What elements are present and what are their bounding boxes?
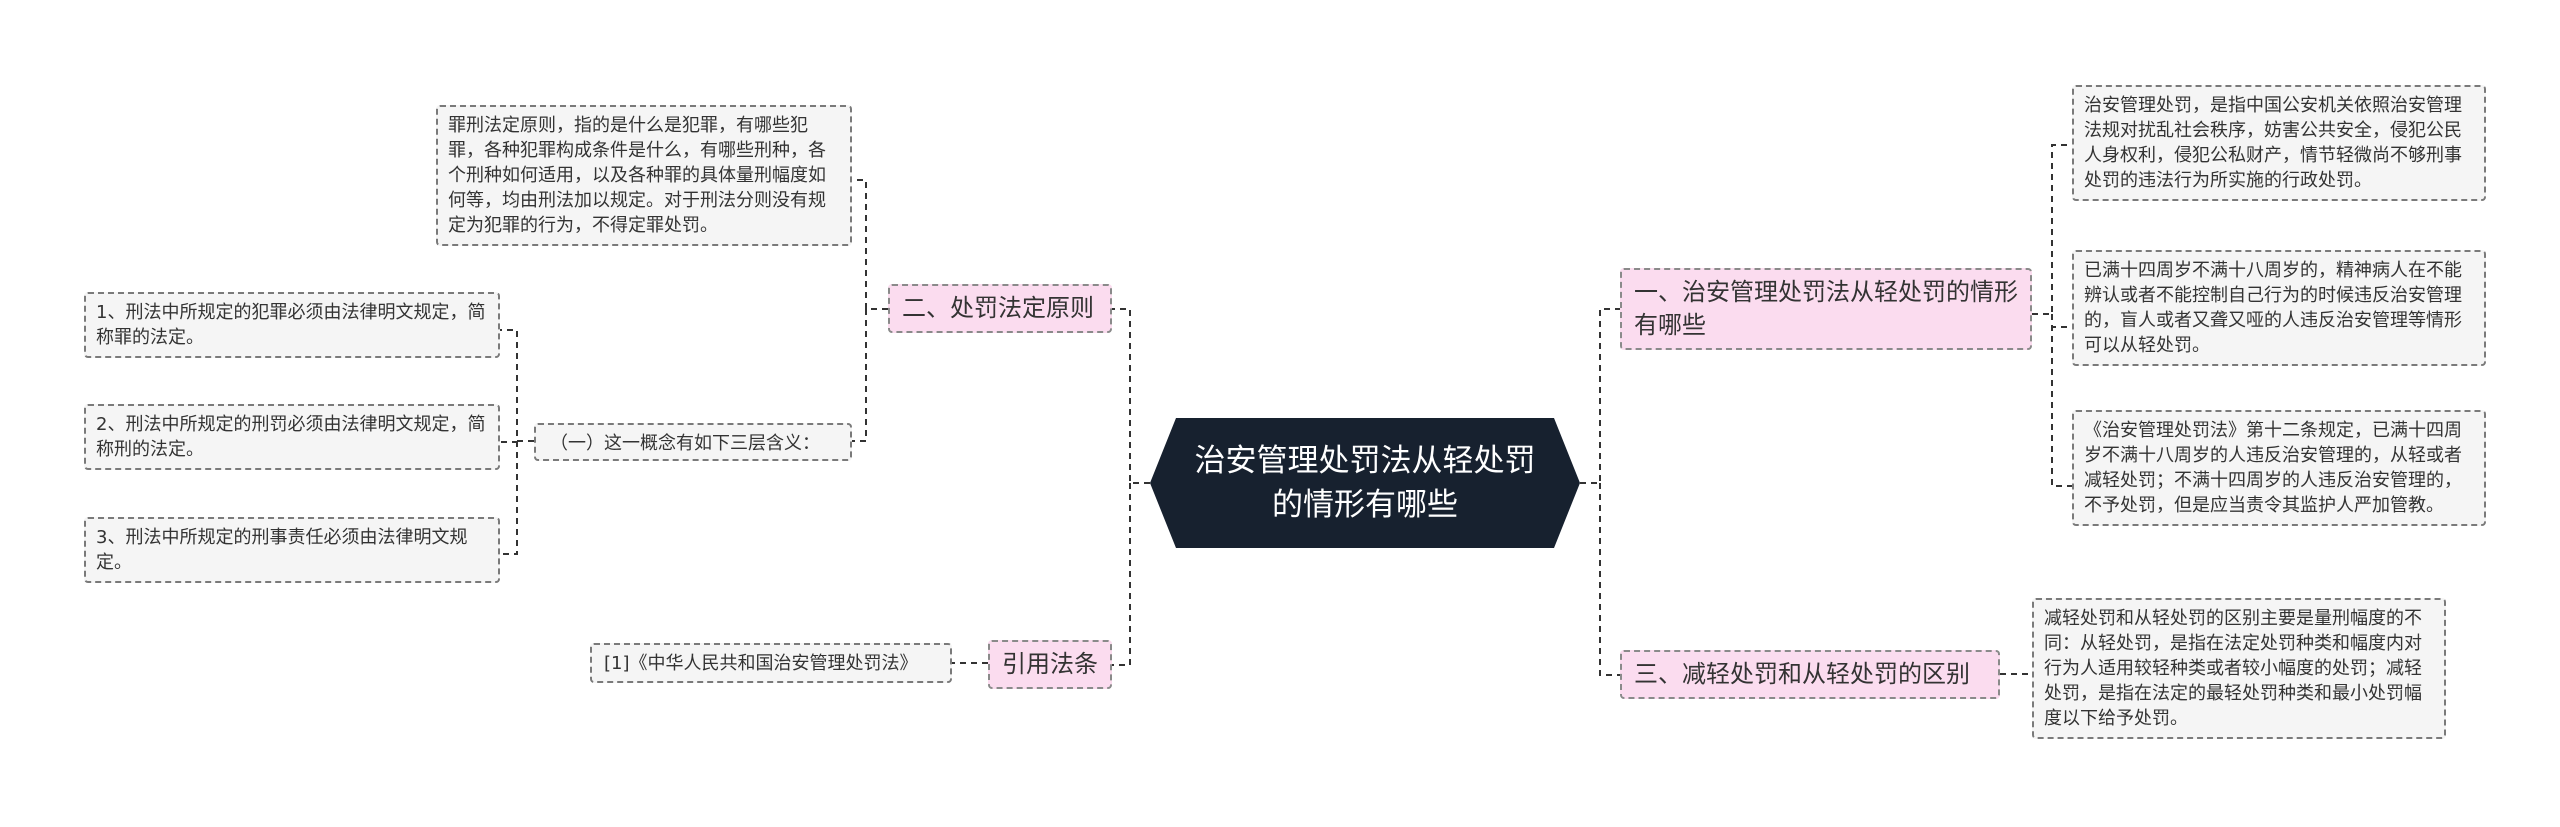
leaf-meaning-2[interactable]: 2、刑法中所规定的刑罚必须由法律明文规定，简称刑的法定。: [84, 404, 500, 470]
leaf-definition[interactable]: 治安管理处罚，是指中国公安机关依照治安管理法规对扰乱社会秩序，妨害公共安全，侵犯…: [2072, 85, 2486, 201]
sub-node-three-meanings[interactable]: （一）这一概念有如下三层含义：: [534, 423, 852, 461]
leaf-principle-description[interactable]: 罪刑法定原则，指的是什么是犯罪，有哪些犯罪，各种犯罪构成条件是什么，有哪些刑种，…: [436, 105, 852, 246]
leaf-difference-explanation[interactable]: 减轻处罚和从轻处罚的区别主要是量刑幅度的不同：从轻处罚，是指在法定处罚种类和幅度…: [2032, 598, 2446, 739]
leaf-citation[interactable]: [1]《中华人民共和国治安管理处罚法》: [590, 643, 952, 683]
leaf-applicable-cases[interactable]: 已满十四周岁不满十八周岁的，精神病人在不能辨认或者不能控制自己行为的时候违反治安…: [2072, 250, 2486, 366]
central-topic[interactable]: 治安管理处罚法从轻处罚的情形有哪些: [1150, 418, 1580, 548]
central-topic-shape: [1150, 418, 1580, 548]
leaf-meaning-3[interactable]: 3、刑法中所规定的刑事责任必须由法律明文规定。: [84, 517, 500, 583]
branch-light-punishment-situations[interactable]: 一、治安管理处罚法从轻处罚的情形有哪些: [1620, 268, 2032, 350]
leaf-meaning-1[interactable]: 1、刑法中所规定的犯罪必须由法律明文规定，简称罪的法定。: [84, 292, 500, 358]
branch-mitigation-difference[interactable]: 三、减轻处罚和从轻处罚的区别: [1620, 650, 2000, 699]
branch-cited-statutes[interactable]: 引用法条: [988, 640, 1112, 689]
central-topic-title: 治安管理处罚法从轻处罚的情形有哪些: [1194, 443, 1536, 523]
leaf-article-12[interactable]: 《治安管理处罚法》第十二条规定，已满十四周岁不满十八周岁的人违反治安管理的，从轻…: [2072, 410, 2486, 526]
branch-legal-punishment-principle[interactable]: 二、处罚法定原则: [888, 284, 1112, 333]
